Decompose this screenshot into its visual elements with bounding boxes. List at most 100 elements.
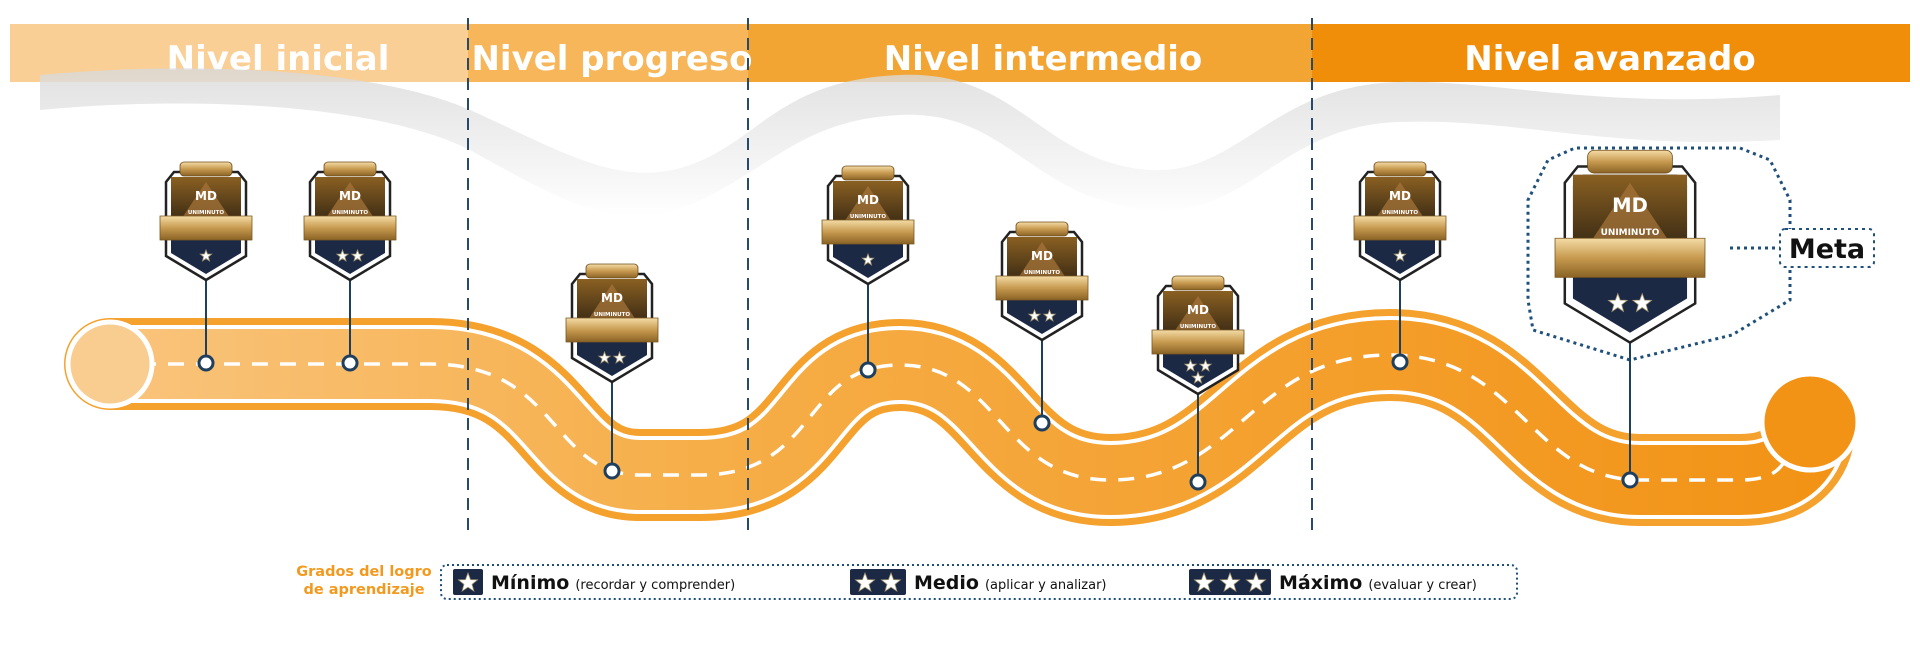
star-icon (1191, 370, 1205, 384)
star-icon (612, 350, 627, 364)
legend-item-name: Mínimo (491, 572, 569, 594)
road-surface (75, 319, 1845, 516)
badge-cap (841, 165, 895, 181)
badge-cap (1171, 275, 1225, 291)
goal-badge: MD UNIMINUTO (1554, 149, 1706, 489)
badges: MD UNIMINUTO MD UNIMINUTO MD UNIMINUTO MD UNIMI… (159, 149, 1706, 491)
badge-logo: MD (1031, 249, 1053, 263)
milestone-dot (341, 354, 359, 372)
badge-logo: MD (1389, 189, 1411, 203)
milestone-dot (1391, 353, 1409, 371)
badge-ribbon (821, 219, 915, 245)
badge-logo: MD (1612, 194, 1648, 217)
background-shadow-wave (40, 68, 1780, 217)
badge-brand: UNIMINUTO (332, 210, 368, 216)
achievement-badge: MD UNIMINUTO (1151, 275, 1245, 491)
legend-item-label: Mínimo (recordar y comprender) (491, 572, 735, 594)
badge-cap (1015, 221, 1069, 237)
badge-cap (1373, 161, 1427, 177)
legend-item-desc: (aplicar y analizar) (985, 578, 1107, 593)
star-icon (1245, 571, 1267, 593)
legend-item-name: Máximo (1279, 572, 1362, 594)
badge-brand: UNIMINUTO (1382, 210, 1418, 216)
goal-label: Meta (1789, 234, 1865, 265)
star-icon (1219, 571, 1241, 593)
badge-ribbon (159, 215, 253, 241)
legend-item: Medio (aplicar y analizar) (850, 569, 1107, 595)
badge-cap (1587, 149, 1673, 174)
badge-logo: MD (195, 189, 217, 203)
legend-item-desc: (evaluar y crear) (1368, 578, 1476, 593)
badge-ribbon (1554, 237, 1706, 278)
road-start-cap (65, 319, 155, 409)
badge-ribbon (995, 275, 1089, 301)
level-label-progreso: Nivel progreso (471, 39, 752, 79)
badge-ribbon (1353, 215, 1447, 241)
badge-logo: MD (601, 291, 623, 305)
badge-emblem (844, 186, 892, 222)
badge-emblem (326, 182, 374, 218)
achievement-badge: MD UNIMINUTO (821, 165, 915, 379)
star-icon (1027, 308, 1042, 322)
star-icon (861, 252, 875, 266)
star-icon (350, 248, 365, 262)
badge-ribbon (565, 317, 659, 343)
legend-item-name: Medio (914, 572, 979, 594)
road-end-cap (1759, 371, 1861, 473)
milestone-dot (859, 361, 877, 379)
legend-item-desc: (recordar y comprender) (575, 578, 735, 593)
star-icon (1042, 308, 1057, 322)
milestone-dot (1621, 471, 1639, 489)
badge-emblem (1174, 296, 1222, 332)
road (64, 308, 1861, 527)
milestone-dot (1189, 473, 1207, 491)
badge-emblem (1590, 182, 1670, 242)
badge-emblem (1376, 182, 1424, 218)
badge-logo: MD (857, 193, 879, 207)
level-separators (467, 18, 1313, 535)
badge-cap (323, 161, 377, 177)
achievement-badge: MD UNIMINUTO (995, 221, 1089, 432)
milestone-dot (197, 354, 215, 372)
star-icon (1183, 358, 1198, 372)
legend-item: Máximo (evaluar y crear) (1189, 569, 1477, 595)
achievement-badge: MD UNIMINUTO (565, 263, 659, 480)
legend-title-line1: Grados del logro (296, 564, 432, 580)
star-icon (1193, 571, 1215, 593)
star-icon (1631, 292, 1653, 313)
legend-items: Mínimo (recordar y comprender) Medio (aplic… (453, 569, 1477, 595)
road-center-line (140, 353, 1787, 482)
legend: Grados del logro de aprendizaje Mínimo(r… (296, 564, 1518, 600)
badge-brand: UNIMINUTO (1601, 228, 1660, 238)
badge-emblem (1018, 242, 1066, 278)
level-label-intermedio: Nivel intermedio (884, 39, 1203, 79)
badge-logo: MD (1187, 303, 1209, 317)
milestone-dot (1033, 414, 1051, 432)
star-icon (597, 350, 612, 364)
level-bar-progreso (468, 24, 748, 82)
legend-item-label: Máximo (evaluar y crear) (1279, 572, 1477, 594)
badge-brand: UNIMINUTO (594, 312, 630, 318)
star-icon (1393, 248, 1407, 262)
achievement-badge: MD UNIMINUTO (1353, 161, 1447, 371)
badge-brand: UNIMINUTO (1180, 324, 1216, 330)
star-icon (854, 571, 876, 593)
star-icon (335, 248, 350, 262)
milestone-dot (603, 462, 621, 480)
badge-brand: UNIMINUTO (1024, 270, 1060, 276)
badge-emblem (588, 284, 636, 320)
badge-cap (585, 263, 639, 279)
badge-emblem (182, 182, 230, 218)
level-bar-avanzado (1312, 24, 1910, 82)
badge-brand: UNIMINUTO (850, 214, 886, 220)
level-label-avanzado: Nivel avanzado (1464, 39, 1756, 79)
goal-label-box (1779, 228, 1875, 268)
star-icon (1607, 292, 1629, 313)
legend-item: Mínimo (recordar y comprender) (453, 569, 735, 595)
badge-ribbon (1151, 329, 1245, 355)
level-bar-intermedio (748, 24, 1312, 82)
